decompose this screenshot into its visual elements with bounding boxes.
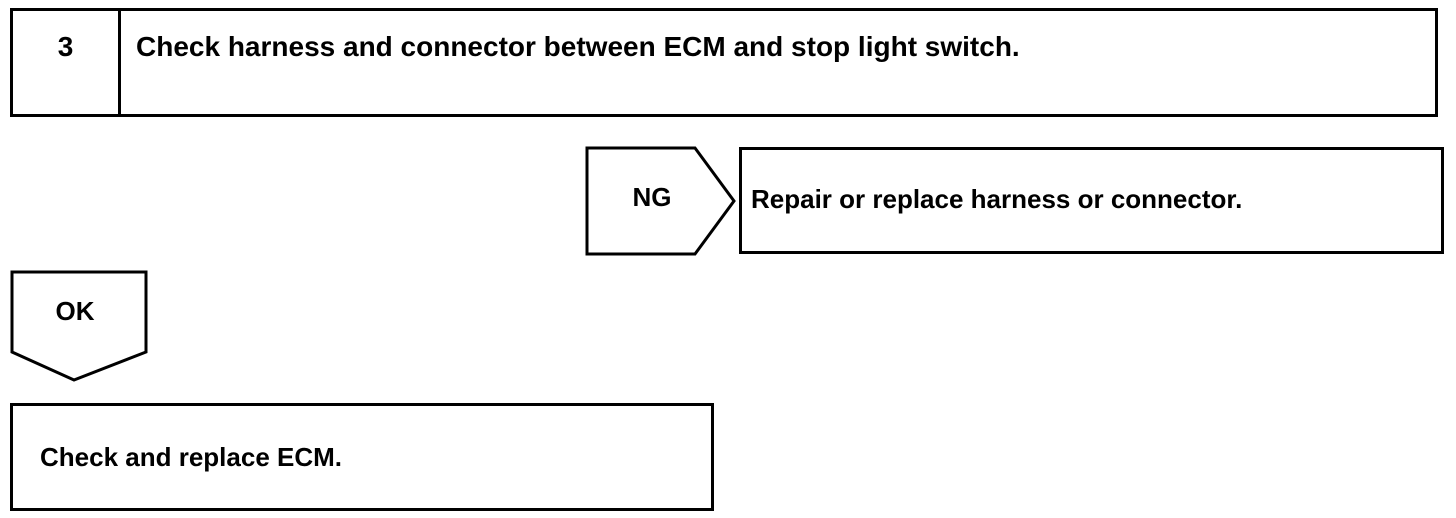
step-box: 3 Check harness and connector between EC… — [10, 8, 1438, 117]
ok-result-box: Check and replace ECM. — [10, 403, 714, 511]
ng-result-text: Repair or replace harness or connector. — [751, 184, 1243, 214]
ng-result-box: Repair or replace harness or connector. — [739, 147, 1444, 254]
step-number: 3 — [57, 31, 74, 62]
ng-label: NG — [632, 182, 672, 212]
step-divider — [118, 11, 121, 114]
ng-arrow-shape — [585, 146, 736, 256]
ok-result-text: Check and replace ECM. — [40, 442, 342, 472]
ok-arrow-shape — [10, 270, 148, 382]
ok-label: OK — [55, 296, 95, 326]
step-title: Check harness and connector between ECM … — [136, 31, 1020, 62]
